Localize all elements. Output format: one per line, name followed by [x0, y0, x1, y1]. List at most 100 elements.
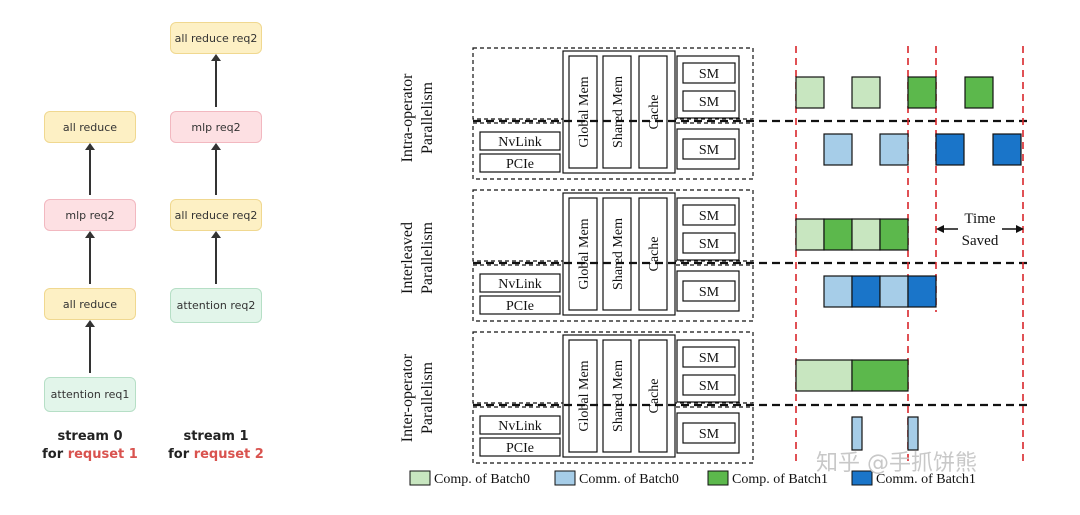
nvlink-box — [479, 273, 561, 293]
sm-box — [682, 422, 736, 444]
task-block — [907, 275, 937, 308]
stream0-node-all-reduce-top: all reduce — [44, 111, 136, 143]
shared-mem-label: Shared Mem — [611, 76, 626, 148]
arrow-up — [85, 143, 95, 195]
shared-mem-column — [602, 197, 632, 311]
nvlink-box — [479, 131, 561, 151]
legend-swatch — [851, 470, 873, 486]
task-blocks — [795, 76, 1022, 451]
nvlink-label: NvLink — [498, 419, 542, 434]
legend-label: Comm. of Batch0 — [579, 472, 679, 487]
pcie-box — [479, 295, 561, 315]
task-block — [851, 275, 881, 308]
pcie-label: PCIe — [506, 441, 534, 456]
pcie-box — [479, 153, 561, 173]
arrow-up — [211, 231, 221, 284]
stream1-title: stream 1 — [183, 429, 249, 444]
stream0-title: stream 0 — [57, 429, 123, 444]
task-block — [907, 76, 937, 109]
global-mem-label: Global Mem — [577, 360, 592, 431]
global-mem-column — [568, 197, 598, 311]
legend-swatch — [409, 470, 431, 486]
stream0-request: requset 1 — [67, 447, 138, 462]
arrowhead-right-icon — [1016, 225, 1024, 233]
stream1-label: stream 1 for requset 2 — [156, 428, 276, 464]
sm-label: SM — [699, 427, 720, 442]
legend-label: Comm. of Batch1 — [876, 472, 976, 487]
sm-label: SM — [699, 351, 720, 366]
sm-box — [682, 280, 736, 302]
sm-label: SM — [699, 237, 720, 252]
global-mem-column — [568, 339, 598, 453]
time-saved-line1: Time — [964, 211, 995, 227]
stream0-node-all-reduce: all reduce — [44, 288, 136, 320]
cache-label: Cache — [647, 237, 662, 272]
cache-column — [638, 339, 668, 453]
shared-mem-column — [602, 339, 632, 453]
watermark: 知乎 @手抓饼熊 — [816, 451, 977, 476]
section-label-interleaved: Interleaved Parallelism — [399, 221, 436, 294]
cache-label: Cache — [647, 95, 662, 130]
sm-label: SM — [699, 209, 720, 224]
sm-box — [682, 62, 736, 84]
section-label-line2: Parallelism — [419, 81, 436, 154]
arrowhead-left-icon — [936, 225, 944, 233]
task-block — [823, 275, 853, 308]
stream1-node-all-reduce-top: all reduce req2 — [170, 22, 262, 54]
task-block — [851, 359, 909, 392]
task-block — [795, 218, 825, 251]
time-saved-line2: Saved — [962, 233, 999, 249]
shared-mem-label: Shared Mem — [611, 360, 626, 432]
task-block — [851, 416, 863, 451]
sm-label: SM — [699, 143, 720, 158]
stream0-node-attention: attention req1 — [44, 377, 136, 412]
sm-box — [682, 374, 736, 396]
task-block — [879, 218, 909, 251]
section-label-line2: Parallelism — [419, 221, 436, 294]
shared-mem-column — [602, 55, 632, 169]
stream-diagram: all reduce mlp req2 all reduce attention… — [0, 0, 300, 511]
arrow-up — [85, 231, 95, 284]
sm-box — [682, 346, 736, 368]
arrow-up — [211, 54, 221, 107]
sm-label: SM — [699, 95, 720, 110]
section-label-line1: Inter-operator — [399, 353, 416, 442]
stream1-node-mlp: mlp req2 — [170, 111, 262, 143]
legend-swatch — [707, 470, 729, 486]
legend-label: Comp. of Batch1 — [732, 472, 828, 487]
shared-mem-label: Shared Mem — [611, 218, 626, 290]
global-mem-column — [568, 55, 598, 169]
arrow-up — [85, 320, 95, 373]
section-label-intra: Intra-operator Parallelism — [399, 73, 436, 163]
time-saved: Time Saved — [936, 211, 1024, 249]
sm-box — [682, 232, 736, 254]
task-block — [907, 416, 919, 451]
stream1-for: for — [168, 447, 194, 462]
stream1-node-attention: attention req2 — [170, 288, 262, 323]
section-label-line2: Parallelism — [419, 361, 436, 434]
section-label-line1: Intra-operator — [399, 73, 416, 163]
arrow-up — [211, 143, 221, 195]
stream1-request: requset 2 — [193, 447, 264, 462]
nvlink-label: NvLink — [498, 277, 542, 292]
parallelism-svg: Intra-operator Parallelism Interleaved P… — [399, 46, 1030, 487]
task-block — [879, 133, 909, 166]
task-block — [935, 133, 965, 166]
task-block — [795, 76, 825, 109]
stream0-node-mlp: mlp req2 — [44, 199, 136, 231]
cache-column — [638, 197, 668, 311]
nvlink-label: NvLink — [498, 135, 542, 150]
global-mem-label: Global Mem — [577, 218, 592, 289]
sm-box — [682, 138, 736, 160]
sm-label: SM — [699, 379, 720, 394]
sm-label: SM — [699, 67, 720, 82]
stream1-subtitle: for requset 2 — [156, 446, 276, 464]
task-block — [992, 133, 1022, 166]
task-block — [795, 359, 853, 392]
global-mem-label: Global Mem — [577, 76, 592, 147]
cache-column — [638, 55, 668, 169]
